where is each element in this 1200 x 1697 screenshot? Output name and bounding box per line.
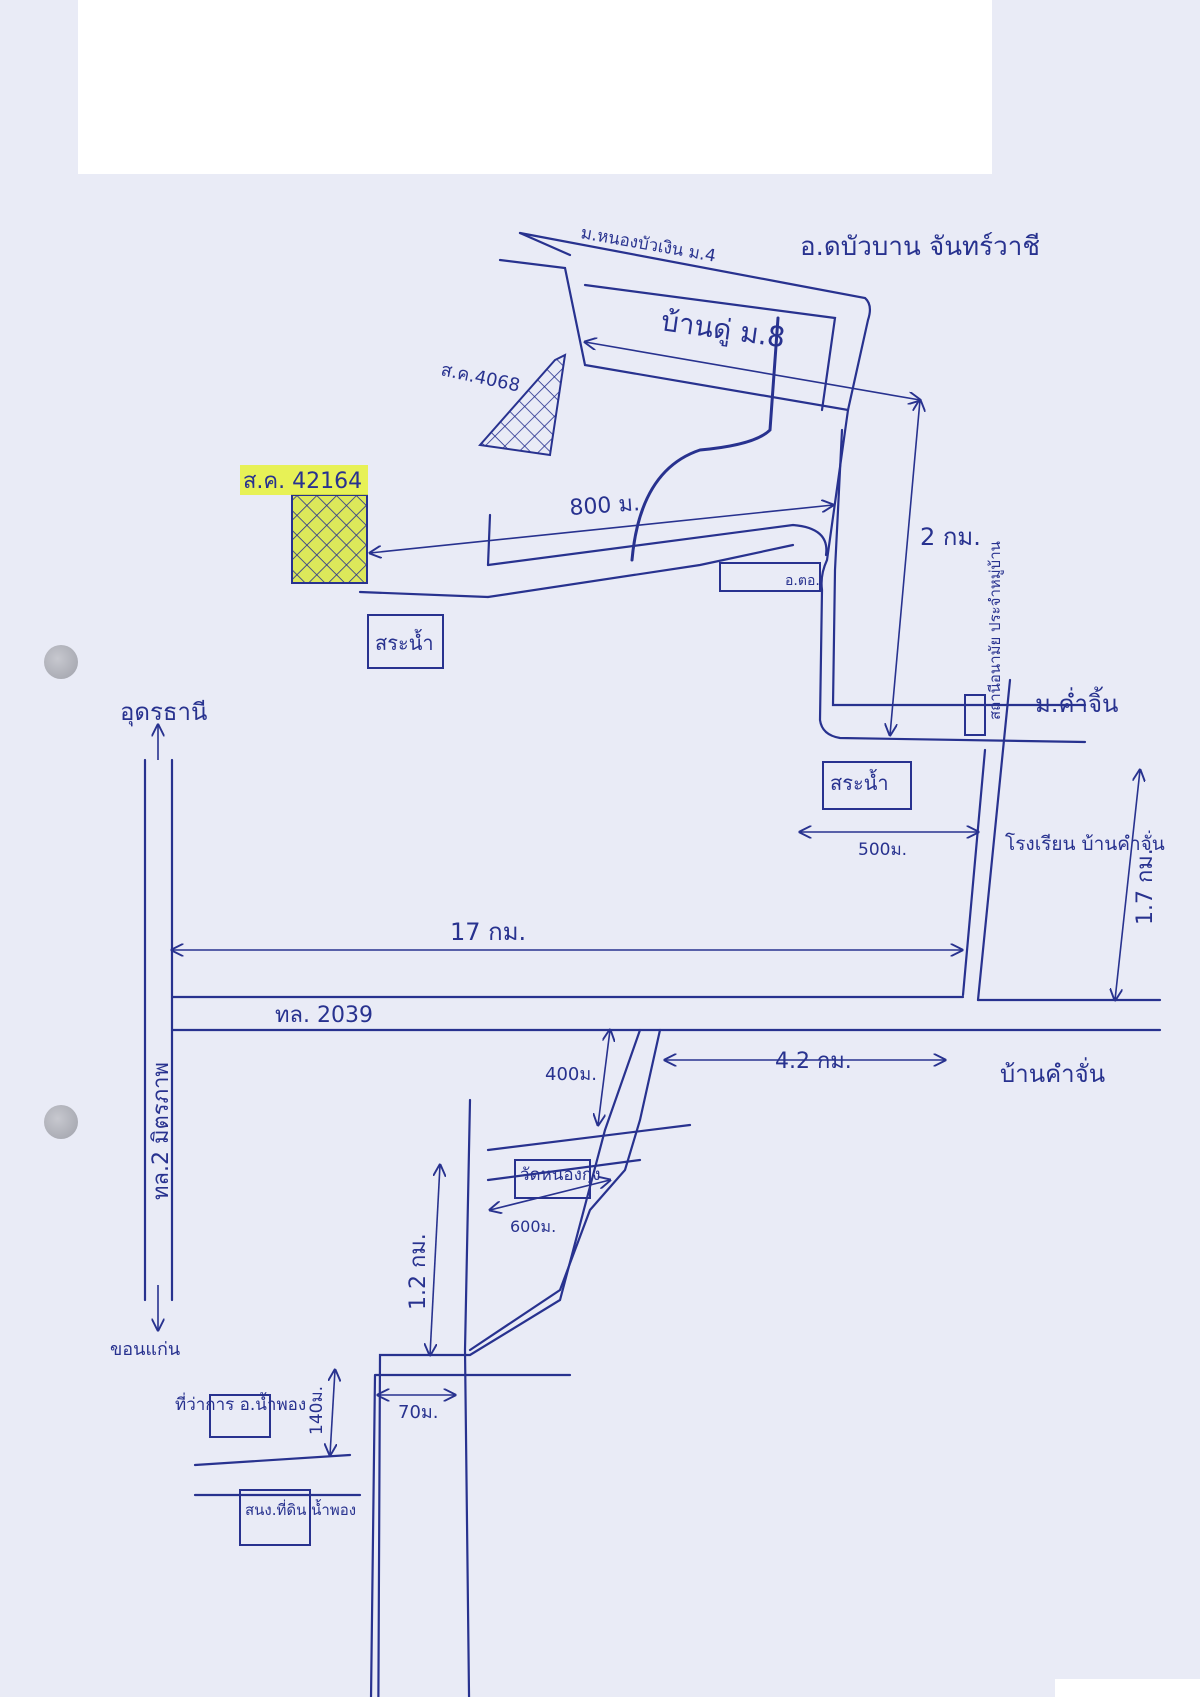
label-4-2: 4.2 กม. <box>775 1049 852 1074</box>
label-plot-main: ส.ค. 42164 <box>243 469 362 494</box>
arrow-600 <box>490 1180 610 1210</box>
label-pond1: สระน้ำ <box>375 629 434 655</box>
road-south-a <box>377 1028 642 1697</box>
label-north-dest: อุดรธานี <box>120 698 207 727</box>
plot-42164-label-highlight <box>240 465 368 495</box>
label-health: สถานีอนามัย ประจำหมู่บ้าน <box>986 541 1004 720</box>
road-top-inner <box>583 283 837 412</box>
label-800: 800 ม. <box>569 491 641 521</box>
label-1-7: 1.7 กม. <box>1133 848 1158 925</box>
office-box <box>209 1394 271 1438</box>
label-spot: อ.ตอ. <box>785 573 820 589</box>
label-hw2: ทล.2 มิตรภาพ <box>149 1062 174 1200</box>
label-600: 600ม. <box>510 1217 556 1236</box>
plot-4068 <box>478 353 567 457</box>
land-office-box <box>239 1489 311 1546</box>
road-right-v1 <box>961 678 1012 1002</box>
road-south-e <box>369 1373 572 1697</box>
pond1-box <box>367 614 444 669</box>
redacted-footer <box>1055 1679 1200 1697</box>
spot-box <box>719 562 821 592</box>
arrow-1-2 <box>430 1165 440 1355</box>
label-school: โรงเรียน บ้านคำจั่น <box>1005 830 1165 855</box>
arrow-400 <box>598 1030 610 1125</box>
redacted-header <box>78 0 992 174</box>
label-district-office: ที่ว่าการ อ.น้ำพอง <box>175 1392 306 1415</box>
label-400: 400ม. <box>545 1064 597 1085</box>
arrow-2km <box>890 400 920 735</box>
label-2039: ทล. 2039 <box>275 1003 373 1028</box>
label-land-office: สนง.ที่ดิน น้ำพอง <box>245 1499 356 1519</box>
punch-hole-bottom <box>44 1105 78 1139</box>
road-south-d <box>463 1098 472 1697</box>
road-left-stub <box>358 513 492 599</box>
arrow-top-width <box>585 342 920 400</box>
label-temple: วัดหนองกุง <box>520 1165 601 1185</box>
label-village-right: ม.ค่ำจิ้น <box>1035 686 1118 718</box>
road-top-outer <box>518 231 572 257</box>
label-plot-small: ส.ค.4068 <box>439 359 522 396</box>
label-17: 17 กม. <box>450 918 526 946</box>
label-village-road: ม.หนองบัวเงิน ม.4 <box>579 223 717 266</box>
path-to-plot <box>486 523 828 567</box>
label-2km: 2 กม. <box>920 523 981 551</box>
arrow-140 <box>330 1370 335 1455</box>
label-village-top: บ้านดู่ ม.8 <box>659 304 787 355</box>
road-down-inner <box>831 428 1087 707</box>
arrow-800 <box>370 505 833 553</box>
pond2-box <box>822 761 912 810</box>
label-district: อ.ดบัวบาน จันทร์วาชี <box>800 232 1040 262</box>
arrow-1-7 <box>1115 770 1140 1000</box>
label-140: 140ม. <box>307 1386 327 1435</box>
road-down-main <box>818 408 1087 744</box>
label-village-bottom: บ้านคำจั่น <box>1000 1057 1105 1088</box>
punch-hole-top <box>44 645 78 679</box>
plot-42164 <box>291 494 368 584</box>
label-70: 70ม. <box>398 1402 439 1423</box>
label-500: 500ม. <box>858 840 907 860</box>
label-1-2: 1.2 กม. <box>406 1233 431 1310</box>
path-to-plot-b <box>486 543 795 599</box>
road-south-f <box>193 1453 362 1497</box>
label-pond2: สระน้ำ <box>830 769 889 795</box>
health-box <box>964 694 986 736</box>
label-south-dest: ขอนแก่น <box>110 1339 180 1360</box>
